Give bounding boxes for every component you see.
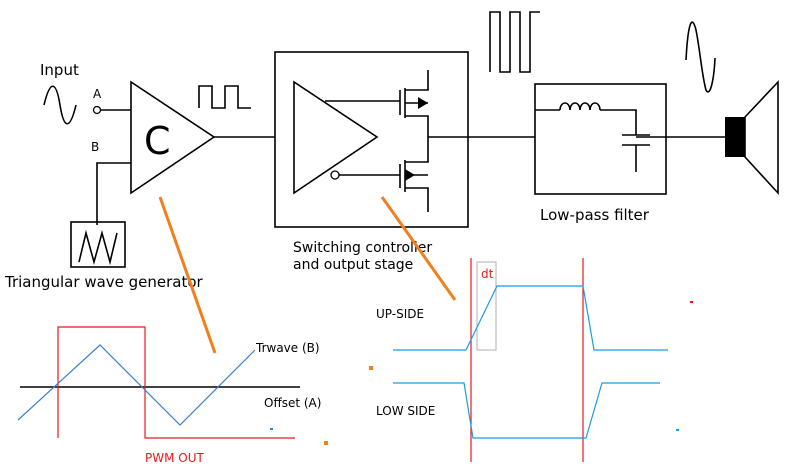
trwave-label: Trwave (B) <box>255 341 320 355</box>
triangle-wave-icon <box>78 229 118 266</box>
source-high <box>405 115 429 158</box>
drain-low <box>405 158 429 163</box>
source-low <box>405 187 429 212</box>
arrow-low <box>405 169 415 181</box>
deadtime-box <box>476 261 497 351</box>
triangular-wave-generator-box <box>70 221 126 268</box>
low-pass-filter-label: Low-pass filter <box>540 206 650 224</box>
filter-wire-mid <box>600 109 637 135</box>
pwm-out-trace <box>57 326 295 439</box>
low-side-label: LOW SIDE <box>376 404 435 418</box>
terminal-a-label: A <box>93 87 102 101</box>
callout-line-comparator <box>158 196 217 354</box>
input-label: Input <box>40 61 79 79</box>
trwave-trace <box>17 344 256 426</box>
callout-line-switching <box>380 196 457 301</box>
terminal-b-label: B <box>91 140 99 154</box>
stray-mark-red <box>690 301 693 303</box>
output-square-wave-icon <box>489 11 540 73</box>
deadtime-label: dt <box>481 267 494 281</box>
wire-b <box>96 162 131 225</box>
driver-triangle <box>293 80 379 195</box>
comparator-label: C <box>144 119 171 163</box>
up-side-label: UP-SIDE <box>376 307 424 321</box>
switching-label-line-1: Switching controller <box>293 240 432 256</box>
input-sine-icon <box>43 85 77 125</box>
triangular-wave-generator-label: Triangular wave generator <box>4 273 204 291</box>
orange-dot <box>369 366 373 370</box>
speaker-cone <box>744 79 779 196</box>
stray-mark-blue <box>676 429 679 431</box>
switching-label-line-2: and output stage <box>293 257 413 273</box>
output-sine-icon <box>685 21 716 93</box>
low-side-trace <box>393 382 660 439</box>
switching-stage-box <box>274 51 469 228</box>
pwm-out-label: PWM OUT <box>145 451 204 465</box>
terminal-a-node <box>92 105 102 115</box>
up-side-trace <box>393 285 668 351</box>
drain-high <box>405 70 429 91</box>
stray-mark <box>270 428 273 430</box>
inductor-coil <box>559 102 601 111</box>
comparator-triangle <box>130 80 216 195</box>
low-pass-filter-box <box>534 83 667 195</box>
speaker-magnet <box>725 117 745 157</box>
arrow-high <box>418 97 428 109</box>
offset-label: Offset (A) <box>264 396 321 410</box>
inverter-bubble <box>330 170 340 180</box>
pwm-square-icon <box>198 85 251 109</box>
orange-dot-2 <box>324 441 328 445</box>
